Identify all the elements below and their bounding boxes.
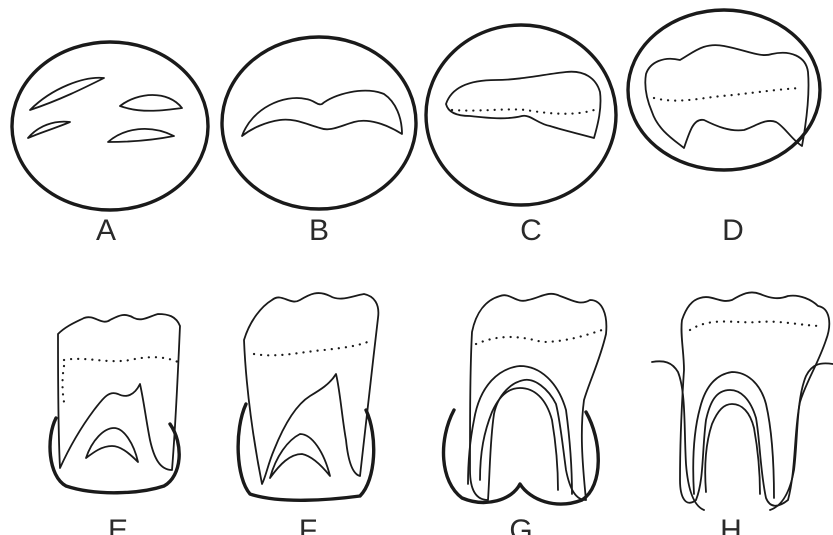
panel-b-crypt (222, 37, 416, 209)
panel-a-cusp-2 (120, 95, 182, 111)
panel-a-cusp-3 (28, 122, 70, 138)
panel-c-crown-outline (446, 72, 601, 138)
panel-label-g: G (509, 514, 532, 535)
panel-d-crown-outline (645, 45, 808, 148)
panel-e-dentin-line (64, 357, 178, 362)
panel-a-cusp-1 (30, 78, 104, 110)
panel-label-d: D (722, 214, 744, 247)
panel-e-tooth (50, 314, 180, 493)
panel-h-bone-right (770, 363, 833, 510)
panel-h-tooth (652, 292, 833, 510)
panel-b-crypt-outline (222, 37, 416, 209)
panel-e-crypt-outline (50, 418, 179, 493)
panel-f-pulp (270, 434, 330, 478)
panel-c-crypt-outline (426, 25, 616, 205)
panel-a-crypt-outline (12, 42, 208, 210)
panel-f-tooth-outline (244, 293, 378, 484)
panel-d-crypt (628, 10, 820, 170)
panel-f-crypt-outline (238, 404, 374, 500)
panel-label-b: B (309, 214, 329, 247)
panel-g-pulp-outer (468, 366, 572, 494)
panel-label-f: F (299, 514, 317, 535)
panel-g-dentin-line (476, 330, 602, 344)
panel-f-dentin-line (254, 340, 372, 355)
panel-g-crypt-outline (444, 410, 599, 504)
panel-h-bone-left (652, 361, 704, 510)
panel-g-tooth (444, 294, 607, 504)
panel-h-dentin-line (690, 322, 822, 331)
panel-f-tooth (238, 293, 378, 500)
panel-c-dentin-line (452, 109, 594, 113)
panel-h-pulp-inner (705, 404, 760, 494)
panel-e-dentin-side (63, 366, 65, 402)
panel-a-crypt (12, 42, 208, 210)
panel-g-tooth-outline (470, 294, 606, 500)
panel-label-h: H (720, 514, 742, 535)
panel-b-crown-outline (242, 91, 402, 136)
panel-label-c: C (520, 214, 542, 247)
panel-a-cusp-4 (108, 129, 174, 142)
panel-c-crypt (426, 25, 616, 205)
panel-e-tooth-outline (58, 314, 180, 470)
panel-d-crypt-outline (628, 10, 820, 170)
panel-label-e: E (108, 514, 128, 535)
panel-label-a: A (96, 214, 116, 247)
panel-e-pulp (86, 428, 138, 462)
panel-d-dentin-line (654, 88, 800, 101)
